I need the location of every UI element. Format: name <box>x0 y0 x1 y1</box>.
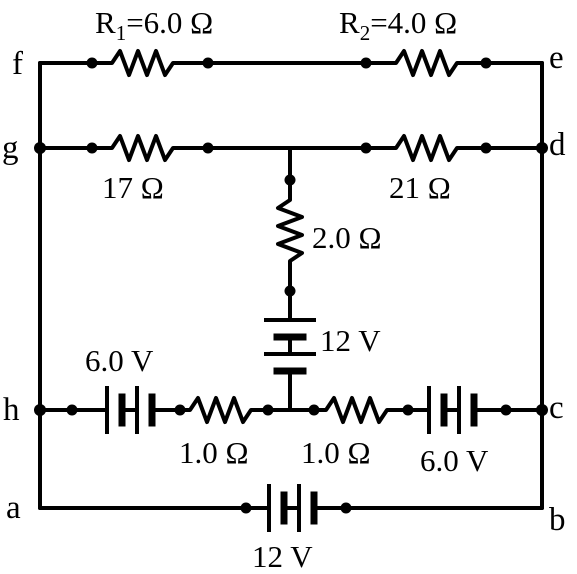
resistor-17-ohm-label: 17 Ω <box>102 170 164 205</box>
node-label-f: f <box>12 46 23 82</box>
battery-right-label: 6.0 V <box>420 443 489 478</box>
resistor-1-ohm-right <box>312 396 410 424</box>
resistor-r2-label: R2=4.0 Ω <box>339 5 457 45</box>
junction-dots <box>34 57 548 514</box>
resistor-21-ohm <box>364 134 488 162</box>
node-label-a: a <box>6 490 21 526</box>
battery-bottom-12v <box>267 484 318 532</box>
resistor-1-ohm-left-label: 1.0 Ω <box>179 435 249 470</box>
node-label-c: c <box>549 390 564 426</box>
resistor-1-ohm-left <box>178 396 270 424</box>
node-label-h: h <box>3 392 20 428</box>
node-label-g: g <box>2 130 19 166</box>
node-label-b: b <box>549 502 566 538</box>
wires <box>38 61 544 510</box>
battery-right-6v <box>427 386 478 434</box>
battery-left-label: 6.0 V <box>85 343 154 378</box>
resistor-17-ohm <box>90 134 210 162</box>
resistor-2-ohm-label: 2.0 Ω <box>312 220 382 255</box>
node-label-d: d <box>549 127 566 163</box>
resistor-r1-label: R1=6.0 Ω <box>95 5 213 45</box>
node-label-e: e <box>549 40 564 76</box>
battery-bottom-label: 12 V <box>252 539 313 574</box>
battery-left-6v <box>105 386 156 434</box>
resistor-r2 <box>364 49 488 77</box>
battery-middle-label: 12 V <box>320 323 381 358</box>
battery-middle-12v <box>264 318 316 375</box>
resistor-2-ohm <box>276 178 304 293</box>
resistor-1-ohm-right-label: 1.0 Ω <box>301 435 371 470</box>
resistor-21-ohm-label: 21 Ω <box>389 170 451 205</box>
resistor-r1 <box>90 49 210 77</box>
